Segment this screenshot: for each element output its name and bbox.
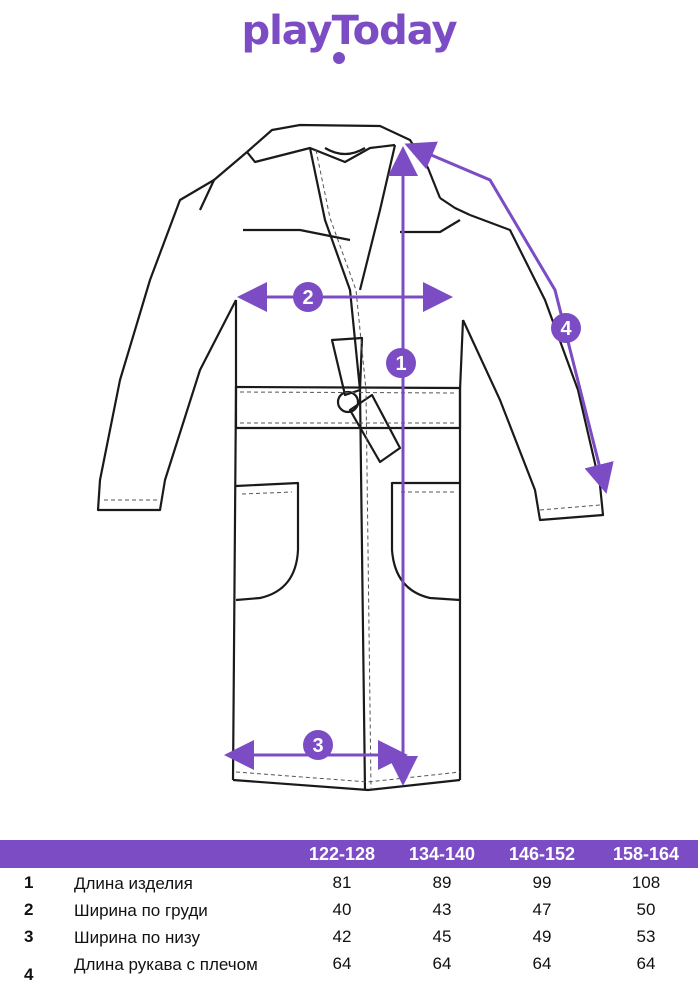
row-label: Ширина по низу bbox=[74, 928, 200, 947]
marker-3: 3 bbox=[303, 730, 333, 760]
marker-2: 2 bbox=[293, 282, 323, 312]
measurement-lines bbox=[224, 141, 614, 786]
row-value: 64 bbox=[432, 954, 452, 973]
row-value: 47 bbox=[532, 900, 552, 919]
row-value: 64 bbox=[636, 954, 656, 973]
size-header: 122-128 bbox=[308, 844, 376, 864]
table-row: 2 Ширина по груди 40 43 47 50 bbox=[0, 895, 698, 922]
svg-text:4: 4 bbox=[560, 318, 572, 340]
row-value: 40 bbox=[332, 900, 352, 919]
row-value: 53 bbox=[636, 927, 656, 946]
marker-1: 1 bbox=[386, 348, 416, 378]
size-table: 122-128 134-140 146-152 158-164 1 Длина … bbox=[0, 840, 698, 997]
robe-stitching bbox=[104, 149, 601, 789]
row-value: 64 bbox=[532, 954, 552, 973]
table-row: 3 Ширина по низу 42 45 49 53 bbox=[0, 922, 698, 949]
row-value: 81 bbox=[332, 873, 352, 892]
table-row: 4 Длина рукава с плечом 64 64 64 64 bbox=[0, 949, 698, 997]
measurement-markers: 1 2 3 4 bbox=[293, 282, 581, 760]
robe-outline bbox=[96, 123, 605, 792]
bathrobe-diagram: 1 2 3 4 bbox=[96, 123, 614, 792]
row-value: 42 bbox=[332, 927, 352, 946]
size-header: 146-152 bbox=[508, 844, 576, 864]
row-value: 43 bbox=[432, 900, 452, 919]
marker-4: 4 bbox=[551, 313, 581, 343]
size-header: 134-140 bbox=[408, 844, 476, 864]
row-value: 45 bbox=[432, 927, 452, 946]
svg-text:3: 3 bbox=[312, 735, 323, 757]
row-label: Длина рукава с плечом bbox=[74, 955, 258, 974]
logo-dot bbox=[333, 52, 345, 64]
table-row: 1 Длина изделия 81 89 99 108 bbox=[0, 868, 698, 895]
row-value: 89 bbox=[432, 873, 452, 892]
svg-text:2: 2 bbox=[302, 287, 313, 309]
row-number: 3 bbox=[24, 927, 34, 946]
size-header: 158-164 bbox=[612, 844, 680, 864]
row-number: 1 bbox=[24, 873, 34, 892]
row-number: 4 bbox=[24, 965, 34, 984]
row-label: Длина изделия bbox=[74, 874, 193, 893]
row-value: 108 bbox=[631, 873, 661, 892]
row-value: 99 bbox=[532, 873, 552, 892]
row-number: 2 bbox=[24, 900, 34, 919]
row-label: Ширина по груди bbox=[74, 901, 208, 920]
row-value: 50 bbox=[636, 900, 656, 919]
size-table-header: 122-128 134-140 146-152 158-164 bbox=[0, 840, 698, 868]
svg-text:1: 1 bbox=[395, 353, 406, 375]
row-value: 49 bbox=[532, 927, 552, 946]
row-value: 64 bbox=[332, 954, 352, 973]
brand-logo: playToday bbox=[241, 8, 457, 54]
